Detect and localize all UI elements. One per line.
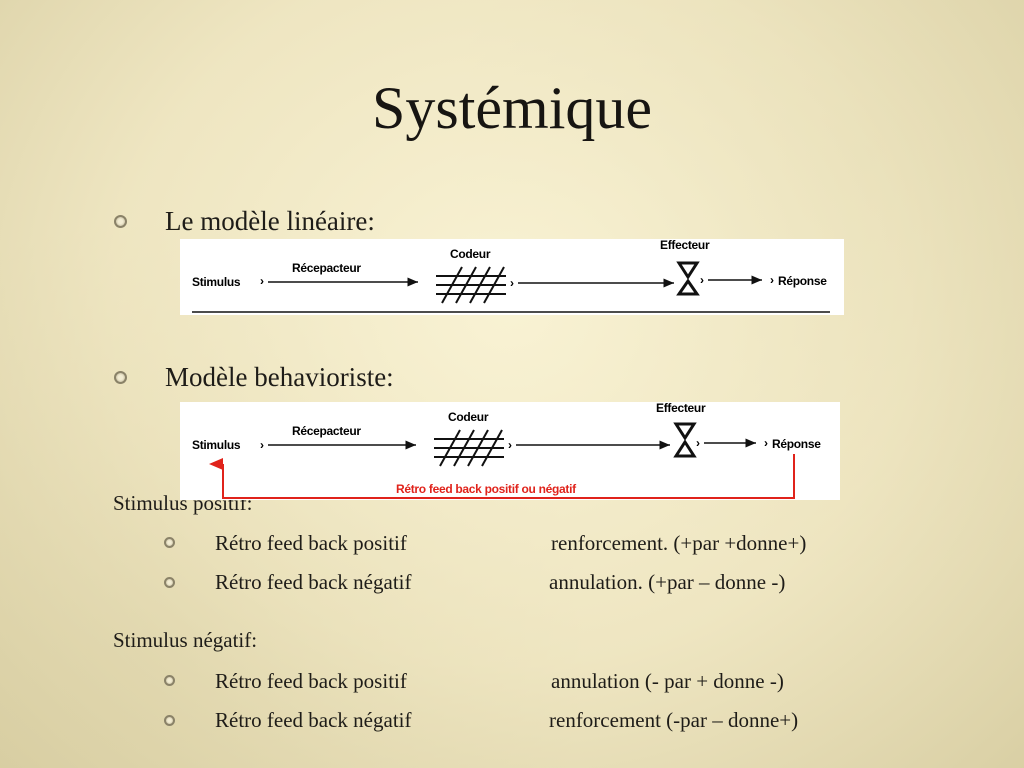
hatch-icon xyxy=(436,266,506,304)
response-label: Réponse xyxy=(772,437,821,451)
bullet-linear-model: Le modèle linéaire: xyxy=(165,206,375,236)
behaviorist-model-svg: Stimulus › Récepacteur Codeur › Effecteu… xyxy=(192,402,822,499)
ring-bullet-icon xyxy=(114,215,127,228)
row-result: annulation. (+par – donne -) xyxy=(549,570,786,594)
feedback-label: Rétro feed back positif ou négatif xyxy=(396,482,577,496)
row-label: Rétro feed back positif xyxy=(215,531,407,555)
linear-model-diagram: Stimulus › Récepacteur Codeur › Effecteu… xyxy=(180,239,844,315)
row-label: Rétro feed back positif xyxy=(215,669,407,693)
stimulus-label: Stimulus xyxy=(192,275,241,289)
chevron-icon: › xyxy=(260,274,264,288)
row-result: annulation (- par + donne -) xyxy=(551,669,784,693)
bullet-behaviorist-model: Modèle behavioriste: xyxy=(165,362,394,392)
coder-label: Codeur xyxy=(450,247,491,261)
chevron-icon: › xyxy=(510,276,514,290)
coder-label: Codeur xyxy=(448,410,489,424)
feedback-loop-arrow xyxy=(209,454,795,499)
ring-bullet-icon xyxy=(164,675,175,686)
ring-bullet-icon xyxy=(164,537,175,548)
hatch-icon xyxy=(434,429,504,467)
linear-model-svg: Stimulus › Récepacteur Codeur › Effecteu… xyxy=(192,239,830,313)
chevron-icon: › xyxy=(770,273,774,287)
chevron-icon: › xyxy=(508,438,512,452)
section-heading-negative: Stimulus négatif: xyxy=(113,628,258,652)
chevron-icon: › xyxy=(696,436,700,450)
row-label: Rétro feed back négatif xyxy=(215,570,412,594)
chevron-icon: › xyxy=(764,436,768,450)
effector-label: Effecteur xyxy=(656,402,706,415)
chevron-icon: › xyxy=(260,438,264,452)
ring-bullet-icon xyxy=(114,371,127,384)
ring-bullet-icon xyxy=(164,577,175,588)
behaviorist-model-diagram: Stimulus › Récepacteur Codeur › Effecteu… xyxy=(180,402,840,500)
response-label: Réponse xyxy=(778,274,827,288)
row-label: Rétro feed back négatif xyxy=(215,708,412,732)
effector-label: Effecteur xyxy=(660,239,710,252)
row-result: renforcement. (+par +donne+) xyxy=(551,531,807,555)
hourglass-icon xyxy=(676,261,700,296)
receptor-label: Récepacteur xyxy=(292,424,361,438)
chevron-icon: › xyxy=(700,273,704,287)
hourglass-icon xyxy=(673,422,697,458)
stimulus-label: Stimulus xyxy=(192,438,241,452)
ring-bullet-icon xyxy=(164,715,175,726)
row-result: renforcement (-par – donne+) xyxy=(549,708,799,732)
slide-title: Systémique xyxy=(372,75,652,141)
receptor-label: Récepacteur xyxy=(292,261,361,275)
